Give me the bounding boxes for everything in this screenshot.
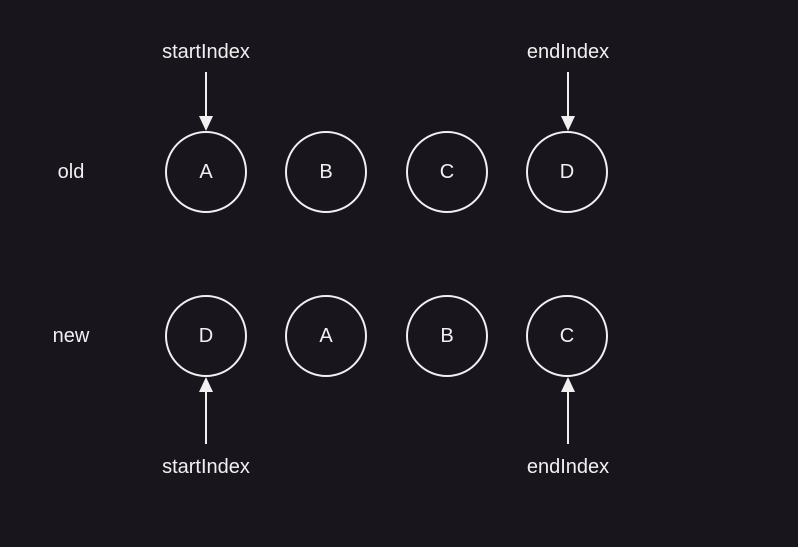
old-node-2-label: B [319, 161, 332, 183]
old-node-4-circle [526, 131, 608, 213]
new-start-pointer: startIndex [162, 377, 250, 478]
new-node-1-label: D [199, 325, 213, 347]
up-arrow-icon [199, 377, 213, 392]
old-node-1-circle [165, 131, 247, 213]
new-node-2: A [285, 295, 367, 377]
new-node-4-label: C [560, 325, 574, 347]
new-node-3: B [406, 295, 488, 377]
old-start-pointer: startIndex [162, 41, 250, 131]
new-end-pointer-label: endIndex [527, 456, 609, 478]
old-node-2-circle [285, 131, 367, 213]
old-node-3-label: C [440, 161, 454, 183]
old-start-pointer-label: startIndex [162, 41, 250, 63]
old-node-2: B [285, 131, 367, 213]
new-node-3-label: B [440, 325, 453, 347]
old-node-3-circle [406, 131, 488, 213]
new-row-label: new [53, 325, 90, 347]
new-node-4: C [526, 295, 608, 377]
new-node-3-circle [406, 295, 488, 377]
old-end-pointer: endIndex [527, 41, 609, 131]
new-node-4-circle [526, 295, 608, 377]
new-node-2-circle [285, 295, 367, 377]
old-row: A B C D [165, 131, 608, 213]
old-row-label: old [58, 161, 85, 183]
old-node-4: D [526, 131, 608, 213]
down-arrow-icon [561, 116, 575, 131]
old-end-pointer-label: endIndex [527, 41, 609, 63]
new-start-pointer-label: startIndex [162, 456, 250, 478]
new-row: D A B C [165, 295, 608, 377]
new-end-pointer: endIndex [527, 377, 609, 478]
old-node-1-label: A [199, 161, 213, 183]
new-node-1-circle [165, 295, 247, 377]
down-arrow-icon [199, 116, 213, 131]
new-node-2-label: A [319, 325, 333, 347]
old-node-4-label: D [560, 161, 574, 183]
old-node-3: C [406, 131, 488, 213]
new-node-1: D [165, 295, 247, 377]
up-arrow-icon [561, 377, 575, 392]
old-node-1: A [165, 131, 247, 213]
